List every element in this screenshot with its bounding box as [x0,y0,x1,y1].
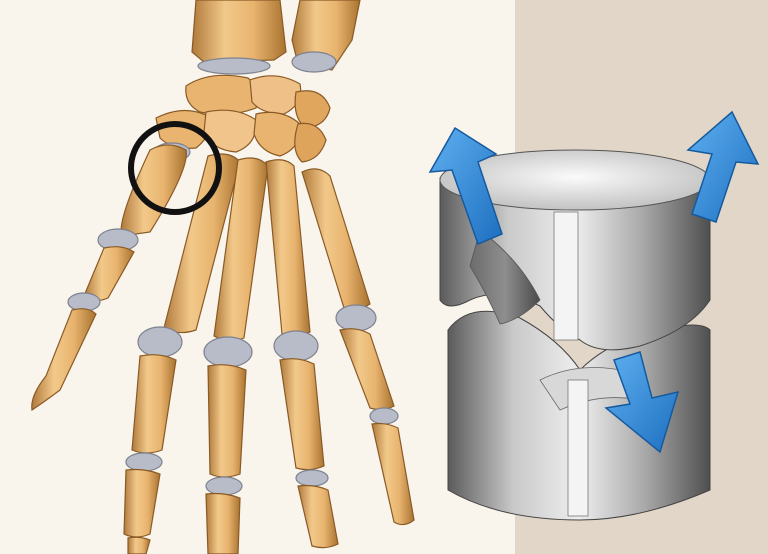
hand-skeleton [32,0,414,554]
forearm-bones [192,0,360,74]
movement-arrow-right [688,112,758,222]
